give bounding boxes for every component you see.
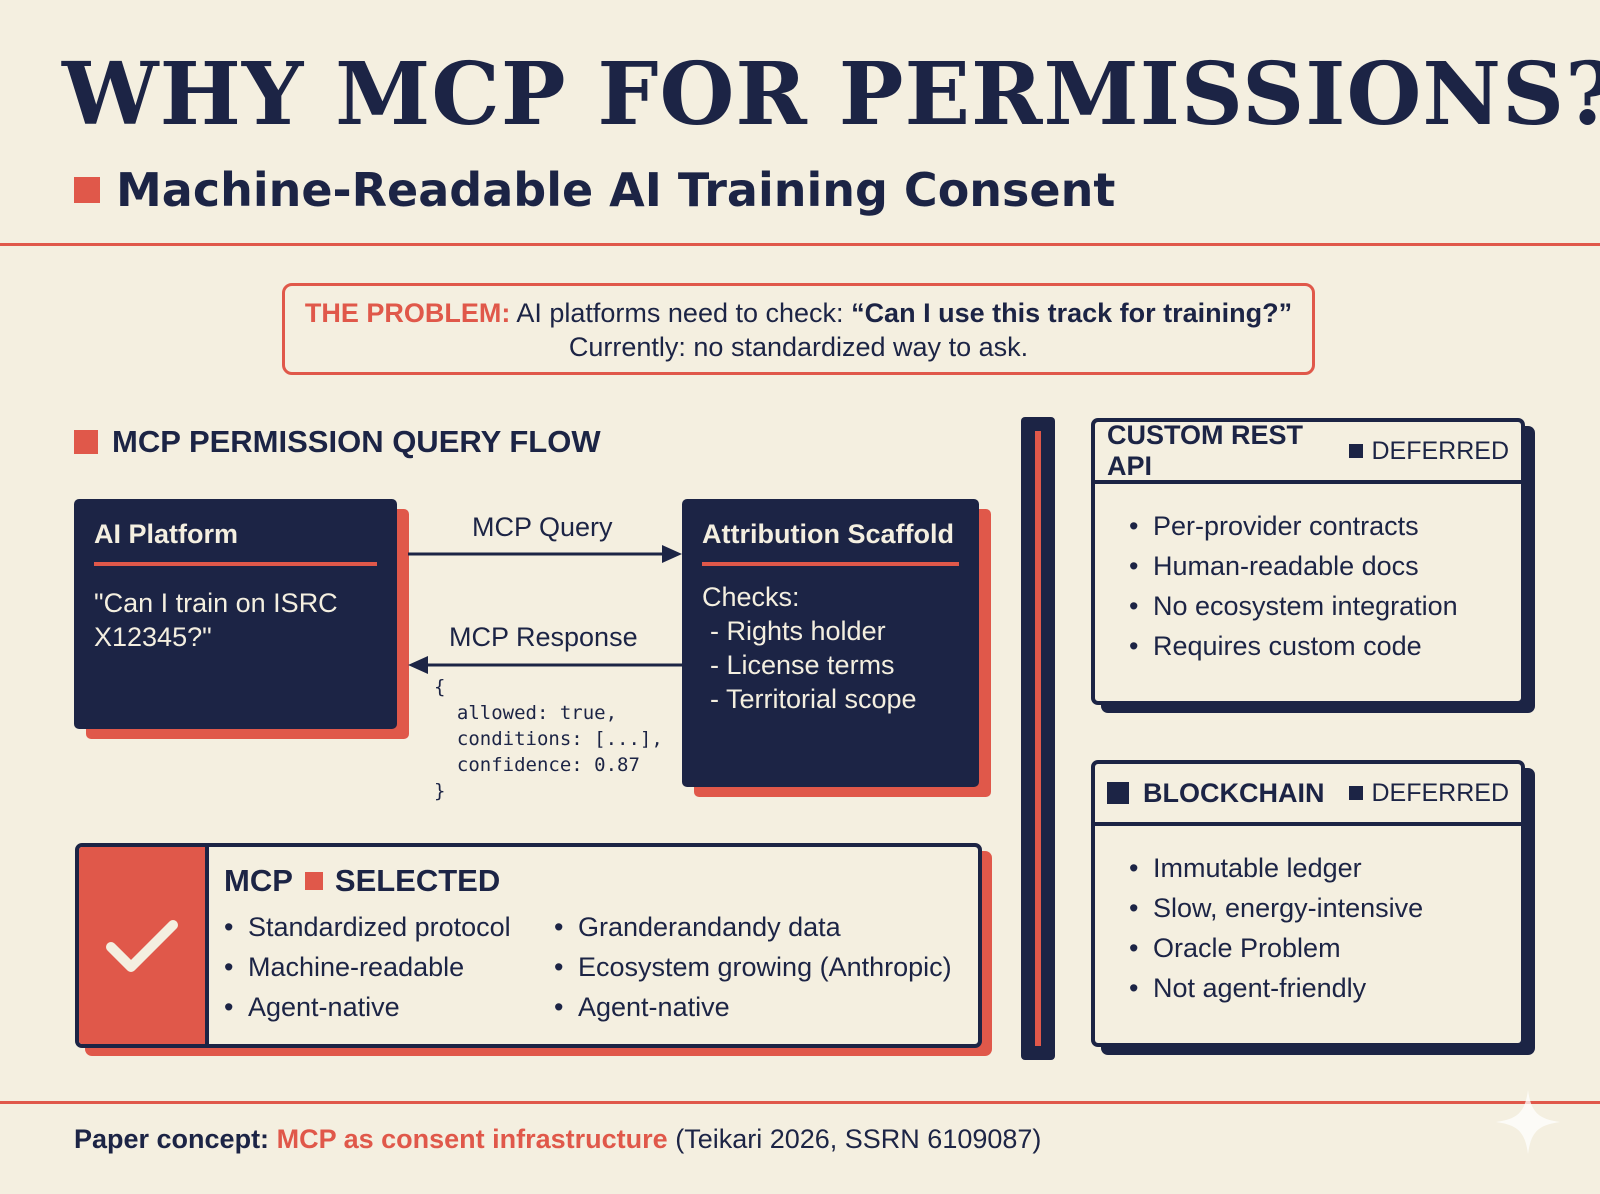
header-divider bbox=[0, 243, 1600, 246]
ai-platform-divider bbox=[94, 562, 377, 566]
list-item: Not agent-friendly bbox=[1129, 968, 1521, 1008]
status-square-icon bbox=[1349, 786, 1364, 800]
accent-square-icon bbox=[74, 430, 98, 454]
footer-highlight: MCP as consent infrastructure bbox=[276, 1124, 668, 1154]
sparkle-icon bbox=[1496, 1090, 1560, 1154]
rest-api-box: CUSTOM REST API DEFERRED Per-provider co… bbox=[1091, 418, 1525, 705]
footer: Paper concept: MCP as consent infrastruc… bbox=[74, 1124, 1041, 1155]
subtitle-row: Machine-Readable AI Training Consent bbox=[74, 163, 1115, 217]
problem-box: THE PROBLEM: AI platforms need to check:… bbox=[282, 283, 1315, 375]
blockchain-title: BLOCKCHAIN bbox=[1143, 777, 1325, 808]
check-item: - Rights holder bbox=[710, 616, 886, 646]
rest-api-status-badge: DEFERRED bbox=[1349, 437, 1509, 466]
rest-api-status: DEFERRED bbox=[1371, 436, 1509, 465]
list-item: Human-readable docs bbox=[1129, 546, 1521, 586]
footer-label: Paper concept: bbox=[74, 1124, 270, 1154]
blockchain-square-icon bbox=[1107, 782, 1129, 804]
selected-status: SELECTED bbox=[334, 863, 501, 898]
blockchain-list: Immutable ledger Slow, energy-intensive … bbox=[1095, 826, 1521, 1008]
checkmark-icon bbox=[106, 919, 178, 972]
selected-benefits-col-2: Granderandandy data Ecosystem growing (A… bbox=[554, 907, 952, 1027]
page-title: WHY MCP FOR PERMISSIONS? bbox=[62, 44, 1600, 145]
ai-platform-title: AI Platform bbox=[94, 519, 239, 549]
rest-api-title: CUSTOM REST API bbox=[1107, 420, 1304, 481]
footer-citation: (Teikari 2026, SSRN 6109087) bbox=[675, 1124, 1042, 1154]
checks-label: Checks: bbox=[702, 582, 800, 612]
list-item: No ecosystem integration bbox=[1129, 586, 1521, 626]
ai-platform-query: "Can I train on ISRC X12345?" bbox=[94, 588, 338, 652]
problem-line-2: Currently: no standardized way to ask. bbox=[568, 332, 1029, 362]
ai-platform-box: AI Platform "Can I train on ISRC X12345?… bbox=[74, 499, 397, 729]
mcp-selected-box: MCP SELECTED Standardized protocol Machi… bbox=[75, 843, 982, 1048]
list-item: Requires custom code bbox=[1129, 626, 1521, 666]
benefit-item: Agent-native bbox=[224, 987, 511, 1027]
selected-heading: MCP SELECTED bbox=[224, 863, 500, 899]
flow-arrows bbox=[408, 545, 682, 674]
page-subtitle: Machine-Readable AI Training Consent bbox=[116, 163, 1116, 217]
list-item: Per-provider contracts bbox=[1129, 506, 1521, 546]
mcp-query-label: MCP Query bbox=[472, 512, 613, 542]
flow-title-row: MCP PERMISSION QUERY FLOW bbox=[74, 424, 601, 460]
list-item: Oracle Problem bbox=[1129, 928, 1521, 968]
problem-label: THE PROBLEM: bbox=[304, 298, 511, 328]
check-panel bbox=[79, 847, 209, 1044]
problem-line-1: THE PROBLEM: AI platforms need to check:… bbox=[285, 296, 1312, 330]
response-arrow bbox=[408, 656, 682, 674]
flow-title: MCP PERMISSION QUERY FLOW bbox=[112, 424, 601, 459]
divider-accent-line bbox=[1035, 431, 1041, 1046]
list-item: Immutable ledger bbox=[1129, 848, 1521, 888]
benefit-item: Granderandandy data bbox=[554, 907, 952, 947]
benefit-item: Standardized protocol bbox=[224, 907, 511, 947]
rest-api-list: Per-provider contracts Human-readable do… bbox=[1095, 484, 1521, 666]
blockchain-status-badge: DEFERRED bbox=[1349, 779, 1509, 808]
check-item: - Territorial scope bbox=[710, 684, 917, 714]
accent-square-icon bbox=[304, 872, 323, 890]
section-divider-bar bbox=[1021, 417, 1055, 1060]
scaffold-title: Attribution Scaffold bbox=[702, 519, 954, 549]
problem-text: AI platforms need to check: bbox=[516, 298, 844, 328]
benefit-item: Machine-readable bbox=[224, 947, 511, 987]
blockchain-box: BLOCKCHAIN DEFERRED Immutable ledger Slo… bbox=[1091, 760, 1525, 1047]
attribution-scaffold-box: Attribution Scaffold Checks: - Rights ho… bbox=[682, 499, 979, 787]
accent-square-icon bbox=[74, 177, 100, 203]
rest-api-header: CUSTOM REST API DEFERRED bbox=[1095, 420, 1521, 484]
scaffold-checks: Checks: - Rights holder - License terms … bbox=[682, 566, 979, 736]
benefit-item: Ecosystem growing (Anthropic) bbox=[554, 947, 952, 987]
problem-question: “Can I use this track for training?” bbox=[851, 298, 1293, 328]
query-arrow bbox=[408, 545, 682, 563]
selected-benefits-col-1: Standardized protocol Machine-readable A… bbox=[224, 907, 511, 1027]
mcp-response-label: MCP Response bbox=[449, 622, 638, 652]
scaffold-divider bbox=[702, 562, 959, 566]
mcp-response-code: { allowed: true, conditions: [...], conf… bbox=[434, 676, 663, 802]
blockchain-status: DEFERRED bbox=[1371, 778, 1509, 807]
status-square-icon bbox=[1349, 444, 1364, 458]
selected-name: MCP bbox=[224, 863, 293, 898]
benefit-item: Agent-native bbox=[554, 987, 952, 1027]
list-item: Slow, energy-intensive bbox=[1129, 888, 1521, 928]
blockchain-header: BLOCKCHAIN DEFERRED bbox=[1095, 764, 1521, 826]
check-item: - License terms bbox=[710, 650, 895, 680]
footer-divider bbox=[0, 1101, 1600, 1104]
